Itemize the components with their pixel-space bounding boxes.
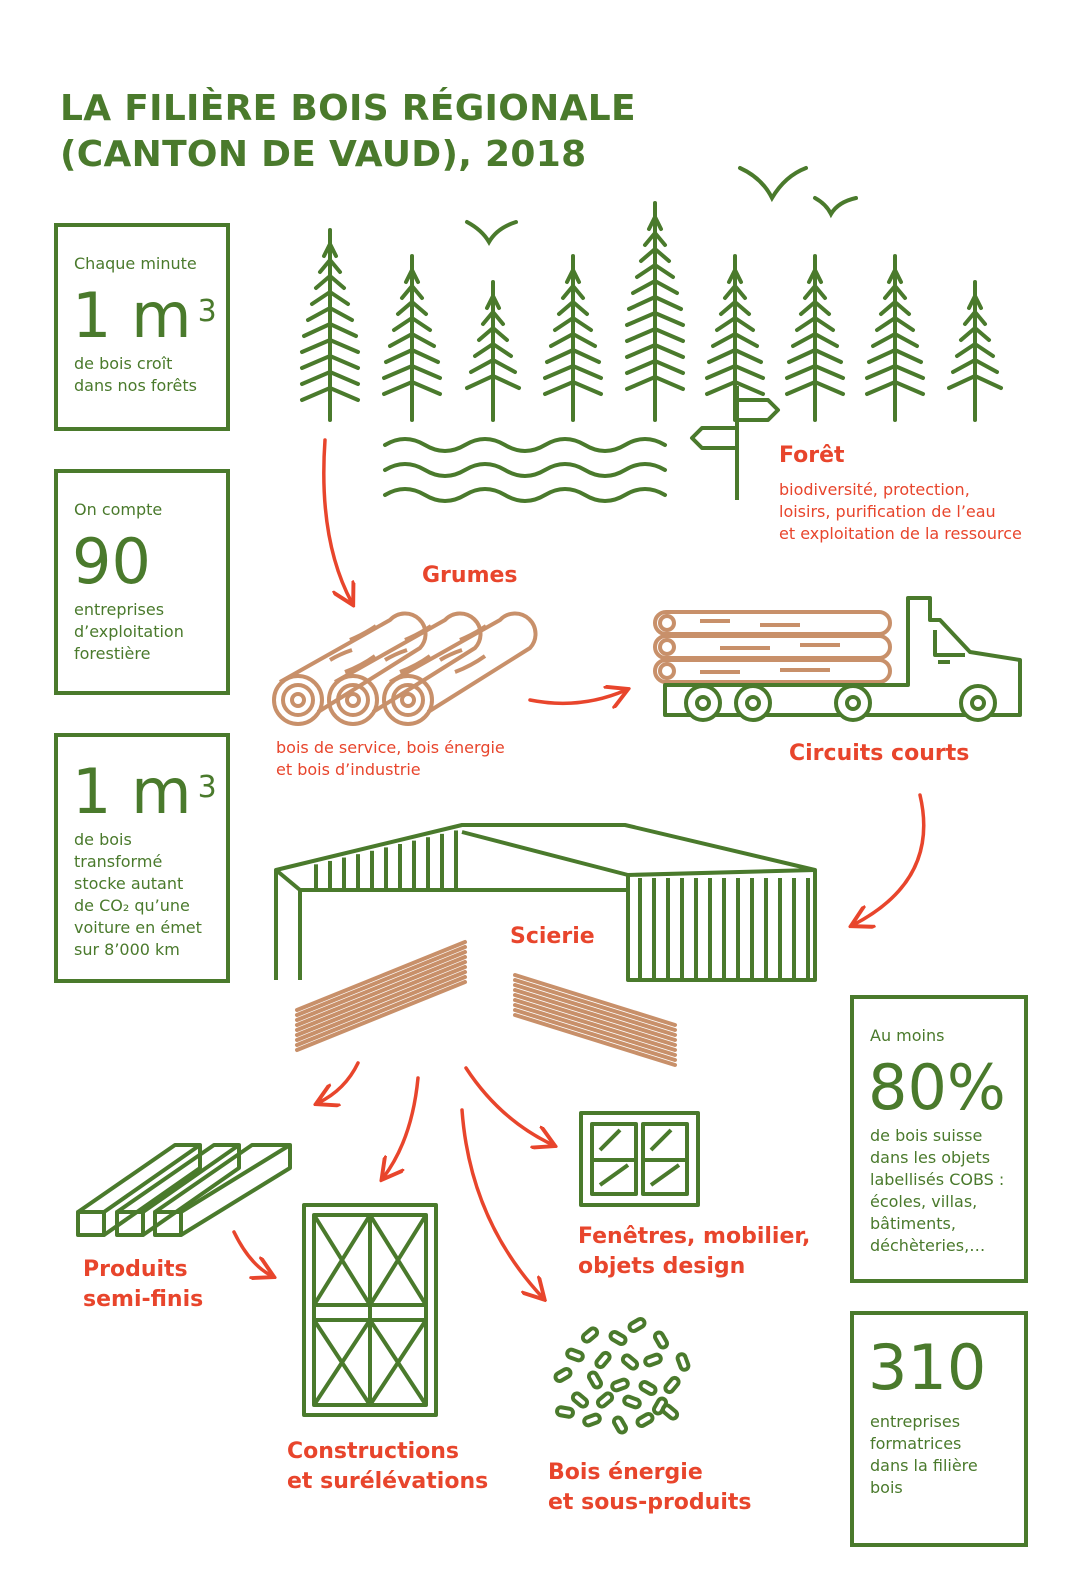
arrow-icon [232, 1230, 272, 1276]
stat-box-cobs: Au moins 80% de bois suisse dans les obj… [850, 995, 1028, 1283]
stat-post: bâtiments, [870, 1214, 956, 1233]
stat-post: voiture en émet [74, 918, 202, 937]
label-constructions: Constructions et surélévations [287, 1439, 489, 1494]
stat-post: d’exploitation [74, 622, 184, 641]
tree-icon [625, 201, 685, 422]
label-foret: Forêt [779, 443, 845, 468]
tree-icon [865, 254, 925, 422]
stat-post: de CO₂ qu’une [74, 896, 190, 915]
grumes-description: bois de service, bois énergie et bois d’… [276, 738, 505, 779]
label-circuits-courts: Circuits courts [789, 741, 970, 766]
log-icon [327, 611, 483, 726]
stat-post: dans la filière [870, 1456, 978, 1475]
logs-icon [272, 611, 538, 726]
stat-post: dans les objets [870, 1148, 991, 1167]
arrow-icon [318, 1061, 360, 1103]
foret-description: biodiversité, protection, loisirs, purif… [779, 480, 1022, 543]
stat-post: dans nos forêts [74, 376, 197, 395]
stat-post: de bois suisse [870, 1126, 983, 1145]
stat-post: sur 8’000 km [74, 940, 180, 959]
page-title: LA FILIÈRE BOIS RÉGIONALE (CANTON DE VAU… [60, 86, 636, 178]
sawmill-icon [274, 823, 817, 982]
stat-post: transformé [74, 852, 163, 871]
water-waves-icon [383, 437, 667, 503]
stat-post: entreprises [74, 600, 165, 619]
arrow-icon [853, 793, 926, 925]
arrow-icon [460, 1108, 543, 1298]
log-icon [272, 611, 428, 726]
stat-box-training: 310 entreprises formatrices dans la fili… [850, 1311, 1028, 1547]
label-produits-semi-finis: Produits semi-finis [83, 1257, 204, 1312]
planks-icon [295, 940, 677, 1067]
arrow-icon [528, 690, 626, 703]
stat-pre: Au moins [870, 1026, 945, 1045]
arrow-icon [464, 1066, 553, 1145]
log-truck-icon [653, 596, 1022, 722]
forest-trees [300, 201, 1003, 422]
bird-icon [465, 220, 518, 246]
beams-icon [76, 1143, 292, 1237]
label-scierie: Scierie [510, 924, 595, 949]
tree-icon [465, 280, 521, 422]
bird-icons [465, 166, 858, 246]
title-line-1: LA FILIÈRE BOIS RÉGIONALE [60, 88, 636, 129]
bird-icon [813, 196, 858, 219]
arrow-icon [383, 1076, 420, 1178]
stat-post: entreprises [870, 1412, 961, 1431]
log-icon [382, 611, 538, 726]
bird-icon [738, 166, 808, 203]
construction-frame-icon [302, 1203, 438, 1417]
stat-post: de bois croît [74, 354, 173, 373]
signpost-icon [690, 386, 780, 500]
stat-pre: On compte [74, 500, 163, 519]
label-bois-energie: Bois énergie et sous-produits [548, 1460, 752, 1515]
stat-value: 310 [868, 1331, 987, 1404]
stat-post: de bois [74, 830, 132, 849]
title-line-2: (CANTON DE VAUD), 2018 [60, 134, 587, 175]
stat-post: labellisés COBS : [870, 1170, 1005, 1189]
stat-box-companies: On compte 90 entreprises d’exploitation … [54, 469, 230, 695]
stat-post: stocke autant [74, 874, 184, 893]
stat-pre: Chaque minute [74, 254, 197, 273]
tree-icon [300, 228, 360, 422]
stat-post: formatrices [870, 1434, 962, 1453]
tree-icon [543, 254, 603, 422]
label-fenetres: Fenêtres, mobilier, objets design [578, 1224, 811, 1279]
stat-post: forestière [74, 644, 151, 663]
stat-post: déchèteries,… [870, 1236, 986, 1255]
stat-value: 90 [72, 525, 151, 598]
pellets-icon [553, 1317, 691, 1435]
tree-icon [785, 254, 845, 422]
flow-arrows [232, 438, 926, 1298]
label-grumes: Grumes [422, 563, 518, 588]
stat-post: bois [870, 1478, 903, 1497]
tree-icon [382, 254, 442, 422]
window-icon [579, 1111, 700, 1207]
arrow-icon [322, 438, 352, 603]
stat-value: 80% [868, 1051, 1006, 1124]
tree-icon [947, 280, 1003, 422]
stat-post: écoles, villas, [870, 1192, 978, 1211]
